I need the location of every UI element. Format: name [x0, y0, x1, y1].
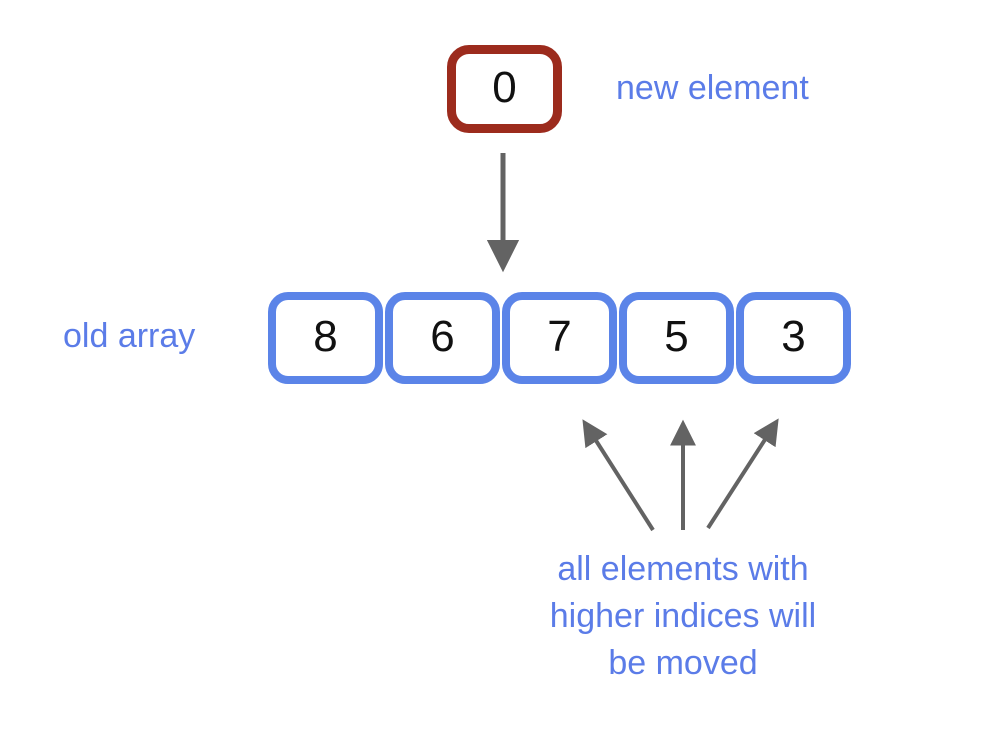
shift-up-arrow-right-icon — [706, 418, 779, 530]
array-cell-3: 5 — [619, 292, 734, 384]
new-element-box: 0 — [447, 45, 562, 133]
shift-caption-line-1: all elements with — [557, 550, 809, 588]
shift-up-arrow-left-icon — [582, 419, 655, 532]
shift-caption: all elements with higher indices will be… — [550, 546, 816, 687]
array-cell-value: 6 — [430, 312, 455, 361]
array-cell-value: 3 — [781, 312, 806, 361]
array-cell-value: 7 — [547, 312, 572, 361]
array-cell-0: 8 — [268, 292, 383, 384]
shift-caption-line-3: be moved — [608, 644, 758, 682]
array-cell-2: 7 — [502, 292, 617, 384]
array-cell-value: 8 — [313, 312, 338, 361]
old-array-label: old array — [63, 317, 196, 355]
array-cell-value: 5 — [664, 312, 689, 361]
new-element-value: 0 — [492, 63, 517, 112]
array-cell-1: 6 — [385, 292, 500, 384]
new-element-label: new element — [616, 69, 809, 107]
array-cell-4: 3 — [736, 292, 851, 384]
shift-caption-line-2: higher indices will — [549, 597, 817, 635]
old-array-row: 8 6 7 5 3 — [268, 292, 851, 384]
